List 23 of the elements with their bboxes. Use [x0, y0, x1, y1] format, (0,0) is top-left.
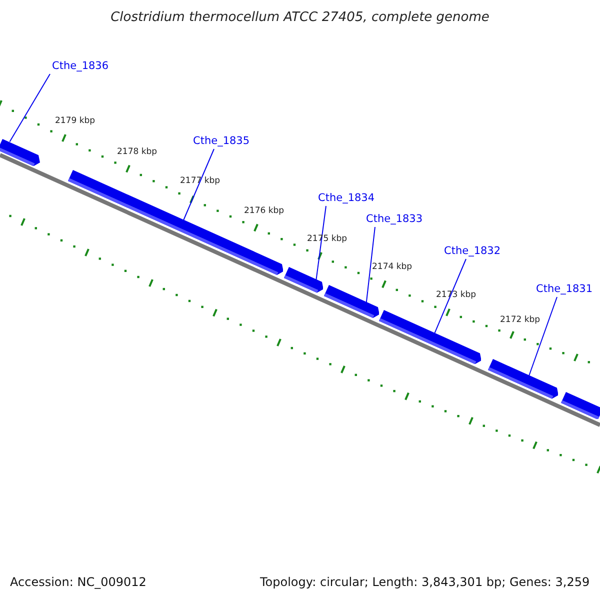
leader-line	[434, 258, 466, 334]
leader-line	[366, 226, 376, 303]
scale-label: 2172 kbp	[500, 315, 540, 325]
map-title: Clostridium thermocellum ATCC 27405, complete genome	[110, 10, 490, 25]
gene-label: Cthe_1831	[536, 283, 593, 295]
leader-line	[528, 296, 558, 376]
accession-text: Accession: NC_009012	[10, 575, 146, 589]
gene-feature	[68, 170, 283, 275]
scale-label: 2176 kbp	[244, 206, 284, 216]
gene-feature	[560, 392, 600, 420]
gene-label: Cthe_1833	[366, 213, 423, 225]
genome-stats-text: Topology: circular; Length: 3,843,301 bp; Genes: 3,259	[260, 575, 590, 589]
gene-label: Cthe_1836	[52, 60, 109, 72]
gene-label: Cthe_1834	[318, 192, 375, 204]
gene-feature	[0, 138, 40, 166]
gene-feature	[324, 285, 379, 318]
leader-line	[9, 74, 50, 142]
gene-feature	[488, 359, 558, 399]
gene-label: Cthe_1835	[193, 135, 250, 147]
gene-feature	[284, 267, 323, 293]
gene-label: Cthe_1832	[444, 245, 501, 257]
gene-feature	[378, 310, 481, 364]
leader-line	[183, 148, 214, 220]
